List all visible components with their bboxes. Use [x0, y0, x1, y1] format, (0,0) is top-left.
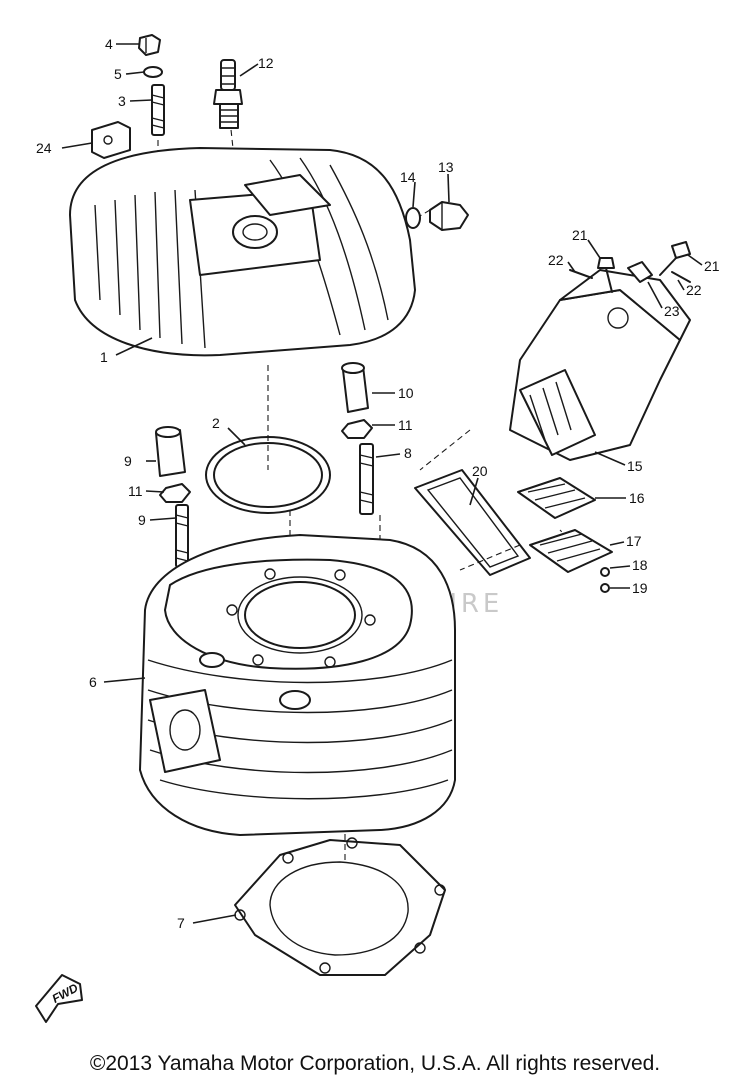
callout-label: 20: [472, 463, 488, 479]
callout-label: 21: [704, 258, 720, 274]
callout-label: 22: [548, 252, 564, 268]
reed-stopper-part: [517, 477, 596, 519]
nut-part: [138, 34, 161, 56]
callout-label: 5: [114, 66, 122, 82]
callout-label: 2: [212, 415, 220, 431]
callout-label: 23: [664, 303, 680, 319]
callout-label: 21: [572, 227, 588, 243]
stud-bolt-part: [151, 84, 165, 136]
callout-label: 11: [398, 417, 413, 433]
reed-valve-part: [529, 529, 613, 573]
cylinder-head-part: [69, 147, 416, 357]
callout-label: 22: [686, 282, 702, 298]
callout-labels: 4 5 3 12 24 14 13 1 10 11 2 8 9 11 9 6 7: [36, 36, 720, 931]
callout-label: 4: [105, 36, 113, 52]
callout-label: 10: [398, 385, 414, 401]
callout-label: 19: [632, 580, 648, 596]
cylinder-part: [139, 534, 456, 836]
copyright-notice: ©2013 Yamaha Motor Corporation, U.S.A. A…: [89, 1052, 661, 1075]
callout-label: 1: [100, 349, 108, 365]
manifold-bolts: [569, 241, 691, 293]
washer-part: [143, 66, 163, 78]
fwd-arrow-icon: FWD: [35, 974, 83, 1023]
reed-screw-part: [600, 583, 610, 593]
callout-label: 17: [626, 533, 642, 549]
callout-label: 6: [89, 674, 97, 690]
exploded-parts-diagram: LEADVENTURE: [35, 34, 720, 1023]
callout-label: 24: [36, 140, 52, 156]
callout-label: 8: [404, 445, 412, 461]
callout-label: 11: [128, 483, 143, 499]
callout-label: 14: [400, 169, 416, 185]
callout-label: 15: [627, 458, 643, 474]
spark-plug-part: [213, 59, 243, 129]
reed-washer-part: [600, 567, 610, 577]
base-gasket-part: [234, 837, 446, 976]
left-stud-set: [155, 426, 191, 568]
callout-label: 9: [138, 512, 146, 528]
reed-manifold-part: [509, 269, 691, 461]
small-gasket-part: [405, 207, 421, 229]
callout-label: 13: [438, 159, 454, 175]
manifold-gasket-part: [414, 469, 531, 576]
callout-label: 12: [258, 55, 274, 71]
callout-label: 7: [177, 915, 185, 931]
decompressor-part: [91, 121, 131, 159]
head-gasket-part: [205, 436, 331, 514]
callout-label: 16: [629, 490, 645, 506]
plug-part: [429, 201, 469, 231]
callout-label: 9: [124, 453, 132, 469]
right-stud-set: [341, 362, 374, 515]
callout-label: 18: [632, 557, 648, 573]
callout-label: 3: [118, 93, 126, 109]
